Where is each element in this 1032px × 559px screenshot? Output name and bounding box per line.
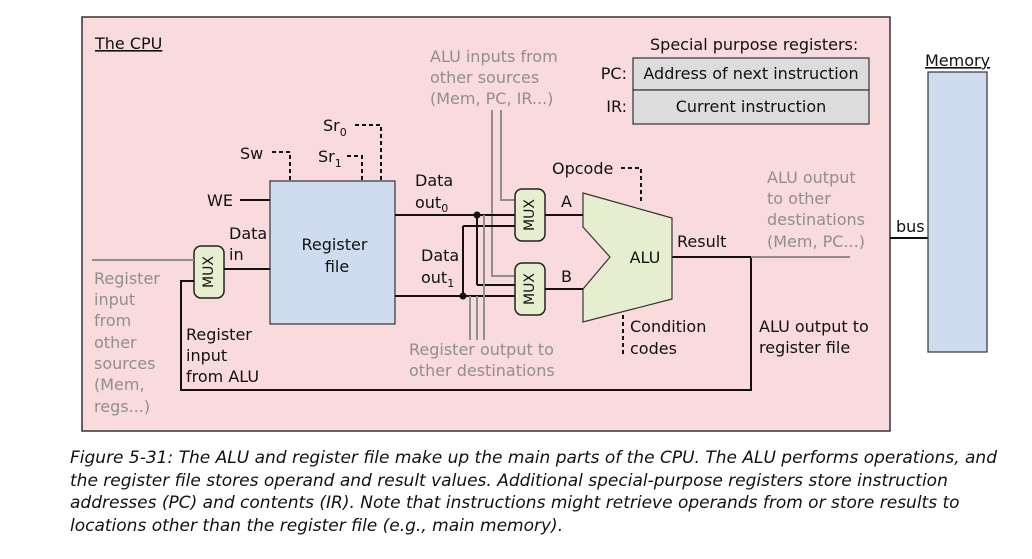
register-output-other-label: Register output to other destinations <box>409 340 559 380</box>
mux-a-label: MUX <box>522 199 538 231</box>
cpu-title: The CPU <box>94 34 162 53</box>
bus-label: bus <box>896 217 925 236</box>
special-registers-heading: Special purpose registers: <box>650 35 858 54</box>
result-label: Result <box>677 232 726 251</box>
register-file <box>269 180 396 325</box>
cpu-diagram: The CPU Special purpose registers: PC: I… <box>81 16 990 432</box>
pc-value: Address of next instruction <box>643 64 858 83</box>
sw-label: Sw <box>240 144 263 163</box>
alu-input-a-label: A <box>561 192 572 211</box>
figure-caption: Figure 5-31: The ALU and register file m… <box>70 448 997 536</box>
alu-inputs-line-3: (Mem, PC, IR...) <box>430 89 553 108</box>
junction-out0 <box>473 211 481 219</box>
data-out1-label: Data out1 <box>421 246 464 290</box>
register-input-alu-label: Register input from ALU <box>186 325 259 386</box>
sr1-label: Sr1 <box>318 147 342 170</box>
pc-label: PC: <box>601 64 627 83</box>
memory-label: Memory <box>925 51 990 70</box>
sr0-label: Sr0 <box>323 116 347 139</box>
input-mux <box>193 245 225 299</box>
alu-inputs-line-1: ALU inputs from <box>430 47 558 66</box>
alu-input-b-label: B <box>561 267 572 286</box>
ir-register <box>632 89 870 125</box>
ir-label: IR: <box>606 97 627 116</box>
sr1-control-line <box>347 155 363 181</box>
ir-value: Current instruction <box>676 97 827 116</box>
alu-inputs-other-label: ALU inputs from other sources (Mem, PC, … <box>430 47 563 108</box>
alu <box>582 192 673 323</box>
alu-output-other-label: ALU output to other destinations (Mem, P… <box>767 168 870 251</box>
sw-control-line <box>272 151 291 181</box>
opcode-label: Opcode <box>552 159 613 178</box>
opcode-control-line <box>621 167 642 204</box>
data-in-label: Data in <box>229 224 272 264</box>
junction-out1 <box>459 292 467 300</box>
data-out0-label: Data out0 <box>415 171 458 215</box>
condition-codes-label: Condition codes <box>630 317 711 358</box>
sr0-control-line <box>355 124 382 181</box>
alu-input-other-wire-b <box>491 110 515 277</box>
register-input-other-label: Register input from other sources (Mem, … <box>94 269 165 416</box>
memory-box <box>927 71 988 353</box>
mux-b-label: MUX <box>522 273 538 305</box>
register-file-label: Register file <box>302 235 373 276</box>
input-mux-label: MUX <box>201 256 217 288</box>
alu-input-other-wire-a <box>500 110 515 201</box>
alu-feedback-wire <box>180 256 752 391</box>
pc-register <box>632 57 870 91</box>
alu-output-regfile-label: ALU output to register file <box>759 317 874 357</box>
alu-label: ALU <box>630 248 661 267</box>
alu-inputs-line-2: other sources <box>430 68 539 87</box>
we-label: WE <box>207 191 233 210</box>
